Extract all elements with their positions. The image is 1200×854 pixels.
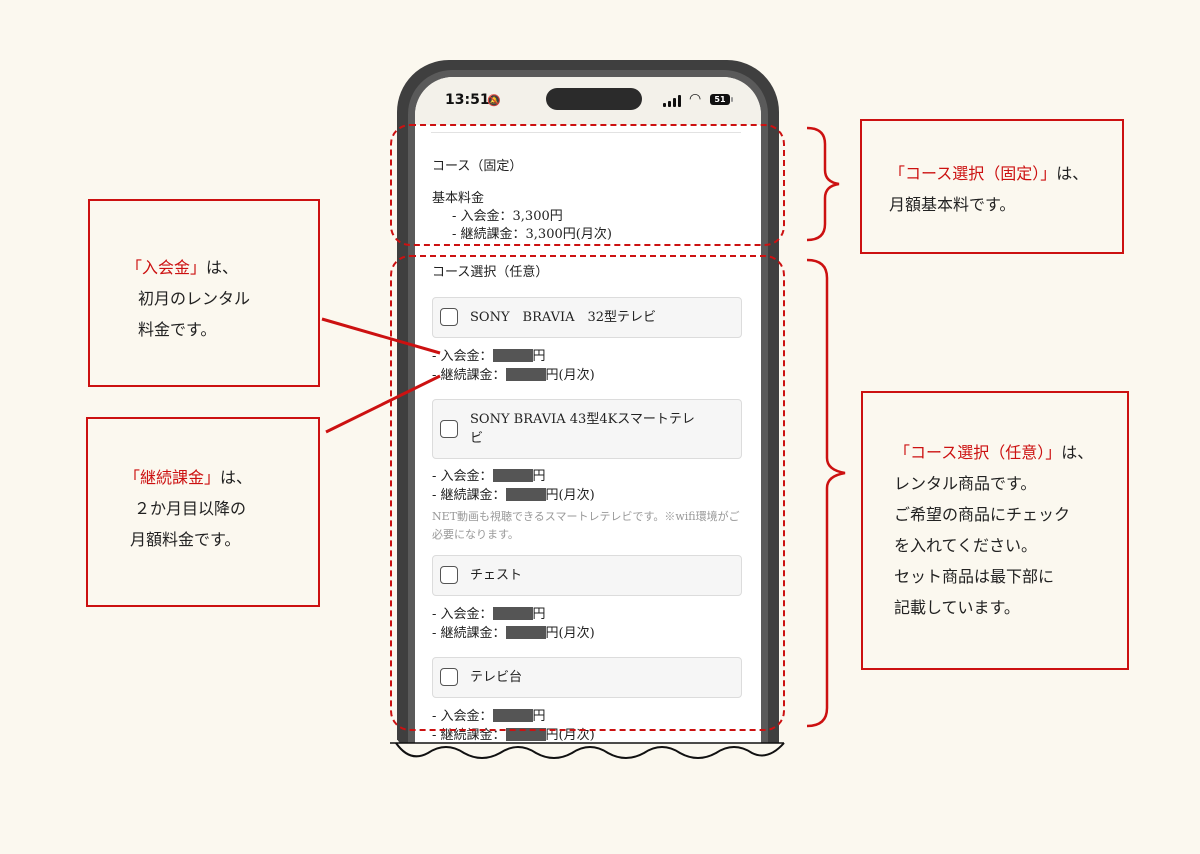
redaction [505, 368, 546, 381]
battery-tip [731, 97, 733, 102]
option-label: SONY BRAVIA 32型テレビ [470, 310, 657, 325]
optional-course-highlight [390, 255, 785, 731]
base-fee-title: 基本料金 [432, 191, 485, 206]
item1-recurring-fee: - 継続課金：円(月次) [432, 368, 595, 383]
fixed-brace [806, 126, 840, 242]
phone-screen: 13:51 🔕 ◠ 51 コース（固定） 基本料金 - 入会金：3,300円 -… [415, 77, 761, 750]
optional-brace [806, 258, 846, 728]
callout-recurring-fee: 「継続課金」は、 ２か月目以降の 月額料金です。 [86, 417, 320, 607]
callout-optional: 「コース選択（任意）」は、 レンタル商品です。 ご希望の商品にチェック を入れて… [861, 391, 1129, 670]
fixed-course-heading: コース（固定） [432, 159, 523, 174]
bell-muted-icon: 🔕 [487, 94, 501, 107]
callout-join-line3: 料金です。 [138, 320, 217, 339]
callout-fixed: 「コース選択（固定）」は、 月額基本料です。 [860, 119, 1124, 254]
checkbox[interactable] [440, 308, 458, 326]
option-item-tv-stand[interactable]: テレビ台 [432, 657, 742, 698]
wavy-cut-edge [390, 740, 790, 765]
redaction [492, 709, 533, 722]
callout-join-fee: 「入会金」は、 初月のレンタル 料金です。 [88, 199, 320, 387]
callout-join-rest: は、 [206, 258, 239, 277]
redaction [492, 349, 533, 362]
item1-join-fee: - 入会金：円 [432, 349, 546, 364]
option-label-line1: SONY BRAVIA 43型4Kスマートテレ [470, 412, 695, 427]
fixed-recurring-fee: - 継続課金：3,300円(月次) [452, 227, 612, 242]
callout-optional-rest: は、 [1061, 443, 1094, 462]
option-item-sony-32[interactable]: SONY BRAVIA 32型テレビ [432, 297, 742, 338]
callout-fixed-highlight: 「コース選択（固定）」 [889, 164, 1057, 183]
battery-icon: 51 [710, 94, 730, 105]
option-label: チェスト [470, 568, 523, 583]
callout-optional-line3: ご希望の商品にチェック [894, 505, 1071, 524]
item3-recurring-fee: - 継続課金：円(月次) [432, 626, 595, 641]
checkbox[interactable] [440, 668, 458, 686]
wifi-icon: ◠ [689, 91, 702, 107]
checkbox[interactable] [440, 566, 458, 584]
redaction [492, 469, 533, 482]
item4-join-fee: - 入会金：円 [432, 709, 546, 724]
option-label: テレビ台 [470, 670, 523, 685]
callout-optional-line6: 記載しています。 [894, 598, 1020, 617]
dynamic-island [546, 88, 642, 110]
status-bar: 13:51 🔕 ◠ 51 [415, 77, 761, 125]
divider [431, 132, 741, 133]
option-label-line2: ビ [470, 431, 484, 446]
option-item-sony-43[interactable]: SONY BRAVIA 43型4Kスマートテレ ビ [432, 399, 742, 459]
callout-optional-line2: レンタル商品です。 [894, 474, 1037, 493]
item4-recurring-fee: - 継続課金：円(月次) [432, 728, 595, 743]
callout-recurring-line2: ２か月目以降の [134, 499, 247, 518]
item3-join-fee: - 入会金：円 [432, 607, 546, 622]
item2-note: NET動画も視聴できるスマートレテレビです。※wifi環境がご必要になります。 [432, 510, 740, 541]
option-item-chest[interactable]: チェスト [432, 555, 742, 596]
signal-icon [663, 95, 683, 107]
callout-join-line2: 初月のレンタル [138, 289, 251, 308]
callout-recurring-rest: は、 [220, 468, 253, 487]
fixed-join-fee: - 入会金：3,300円 [452, 209, 563, 224]
callout-fixed-line2: 月額基本料です。 [889, 195, 1016, 214]
callout-optional-highlight: 「コース選択（任意）」 [894, 443, 1062, 462]
checkbox[interactable] [440, 420, 458, 438]
status-time: 13:51 [445, 92, 490, 108]
redaction [492, 607, 533, 620]
item2-join-fee: - 入会金：円 [432, 469, 546, 484]
fixed-course-highlight [390, 124, 785, 246]
redaction [505, 488, 546, 501]
item2-recurring-fee: - 継続課金：円(月次) [432, 488, 595, 503]
callout-optional-line4: を入れてください。 [894, 536, 1038, 555]
callout-optional-line5: セット商品は最下部に [894, 567, 1055, 586]
callout-join-highlight: 「入会金」 [126, 258, 207, 277]
callout-recurring-highlight: 「継続課金」 [124, 468, 221, 487]
redaction [505, 626, 546, 639]
optional-course-heading: コース選択（任意） [432, 265, 549, 280]
redaction [505, 728, 546, 741]
callout-recurring-line3: 月額料金です。 [130, 530, 241, 549]
callout-fixed-rest: は、 [1056, 164, 1089, 183]
